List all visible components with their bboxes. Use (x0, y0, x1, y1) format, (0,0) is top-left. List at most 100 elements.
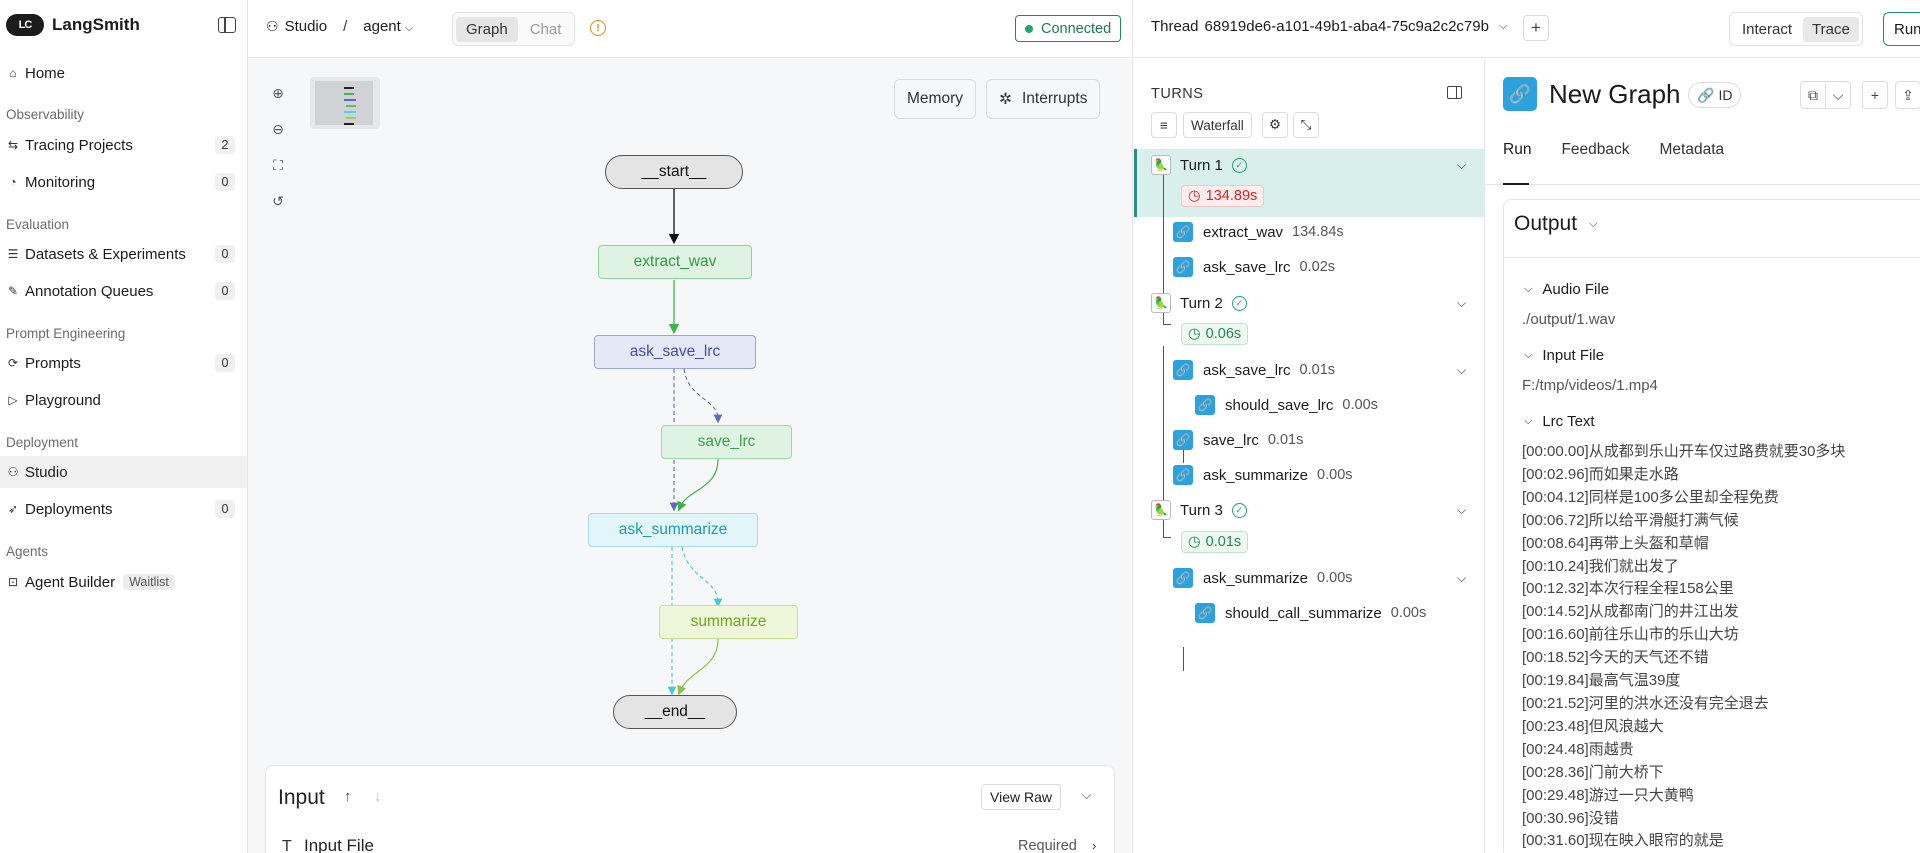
turn-row[interactable]: 🦜 Turn 2 ✓ (1151, 293, 1247, 313)
graph-canvas[interactable]: ⊕ ⊖ ⛶ ↺ Memory ✲ Interrupts (248, 59, 1132, 853)
turn-row[interactable]: 🦜 Turn 1 ✓ (1151, 155, 1247, 175)
sidebar-item-deployments[interactable]: ➶ Deployments 0 (0, 493, 247, 525)
node-ask-summarize[interactable]: ask_summarize (588, 513, 758, 547)
count-badge: 0 (215, 354, 235, 372)
edge-ask-save-save-lrc (683, 368, 723, 424)
run-latency: 0.02s (1299, 259, 1336, 275)
tab-interact[interactable]: Interact (1742, 20, 1793, 38)
sidebar-item-annotation-queues[interactable]: ✎ Annotation Queues 0 (0, 275, 247, 307)
run-row[interactable]: 🔗 ask_summarize 0.00s (1173, 465, 1353, 485)
link-icon: 🔗 (1173, 222, 1193, 242)
tracing-icon: ⇆ (7, 138, 19, 152)
warning-icon[interactable]: ! (590, 20, 606, 36)
run-name: ask_save_lrc (1203, 258, 1291, 276)
sidebar-item-studio[interactable]: ⚇ Studio (0, 456, 247, 488)
arrow-up-icon[interactable]: ↑ (344, 788, 352, 805)
chevron-down-icon: ⌵ (1524, 415, 1533, 427)
sidebar-item-prompts[interactable]: ⟳ Prompts 0 (0, 347, 247, 379)
panel-toggle-icon[interactable] (1447, 86, 1462, 99)
brand[interactable]: LC LangSmith (6, 14, 140, 36)
node-end[interactable]: __end__ (613, 695, 737, 729)
lrc-line: [00:10.24]我们就出发了 (1522, 557, 1679, 575)
link-icon: 🔗 (1173, 465, 1193, 485)
collapse-button[interactable]: ⤡ (1293, 112, 1319, 138)
upload-icon: ⇪ (1902, 86, 1914, 103)
latency-badge: ◷ 0.06s (1181, 323, 1249, 345)
monitoring-icon: ◔ (9, 175, 17, 189)
new-thread-button[interactable]: + (1523, 15, 1549, 41)
link-icon: 🔗 (1195, 603, 1215, 623)
run-detail-panel: 🔗 New Graph 🔗 ID ⧉ ⌵ + ⇪ Run Feedback Me… (1485, 59, 1920, 853)
fit-view-icon[interactable]: ⛶ (273, 156, 283, 173)
settings-button[interactable]: ⚙ (1262, 112, 1288, 138)
sidebar-item-agent-builder[interactable]: ⊡ Agent Builder Waitlist (0, 566, 247, 598)
run-latency: 0.01s (1299, 362, 1336, 378)
output-selector[interactable]: Output ⌵ (1514, 212, 1597, 236)
tab-trace[interactable]: Trace (1803, 16, 1859, 42)
chevron-down-icon[interactable]: ⌵ (1457, 571, 1467, 585)
lrc-line: [00:29.48]游过一只大黄鸭 (1522, 786, 1694, 804)
chevron-right-icon[interactable]: › (1092, 838, 1097, 853)
view-raw-button[interactable]: View Raw (981, 784, 1061, 810)
run-row[interactable]: 🔗 should_save_lrc 0.00s (1195, 395, 1378, 415)
tab-feedback[interactable]: Feedback (1561, 141, 1630, 158)
run-row[interactable]: 🔗 extract_wav 134.84s (1173, 222, 1344, 242)
waterfall-button[interactable]: Waterfall (1183, 112, 1252, 138)
node-start[interactable]: __start__ (605, 155, 743, 189)
run-row[interactable]: 🔗 should_call_summarize 0.00s (1195, 603, 1426, 623)
share-button[interactable]: ⇪ (1895, 81, 1920, 109)
sidebar-item-playground[interactable]: ▷ Playground (0, 384, 247, 416)
run-row[interactable]: 🔗 ask_save_lrc 0.01s (1173, 360, 1335, 380)
copy-menu-button[interactable]: ⌵ (1825, 81, 1851, 109)
zoom-out-icon[interactable]: ⊖ (272, 120, 284, 137)
link-icon: 🔗 (1195, 395, 1215, 415)
copy-button[interactable]: ⧉ (1800, 81, 1826, 109)
add-button[interactable]: + (1862, 81, 1888, 109)
chevron-down-icon[interactable]: ⌵ (1457, 158, 1467, 172)
filter-button[interactable]: ≡ (1151, 112, 1177, 138)
chevron-down-icon[interactable]: ⌵ (1082, 788, 1092, 802)
arrow-down-icon[interactable]: ↓ (374, 788, 382, 805)
run-latency: 0.01s (1267, 432, 1304, 448)
tab-chat[interactable]: Chat (529, 20, 562, 38)
zoom-in-icon[interactable]: ⊕ (272, 84, 284, 101)
robot-icon: ⊡ (7, 575, 19, 589)
canvas-tools: ⊕ ⊖ ⛶ ↺ (270, 83, 286, 211)
tab-metadata[interactable]: Metadata (1659, 141, 1725, 158)
breadcrumb-studio[interactable]: Studio (284, 18, 328, 35)
thread-selector[interactable]: Thread 68919de6-a101-49b1-aba4-75c9a2c2c… (1151, 18, 1507, 35)
node-save-lrc[interactable]: save_lrc (661, 425, 792, 459)
minimap-node (344, 111, 356, 113)
reset-icon[interactable]: ↺ (272, 192, 284, 209)
memory-button[interactable]: Memory (894, 79, 976, 119)
sidebar-item-monitoring[interactable]: ◔ Monitoring 0 (0, 166, 247, 198)
sidebar-item-home[interactable]: ⌂ Home (0, 57, 247, 89)
copy-id-button[interactable]: 🔗 ID (1688, 82, 1742, 108)
run-button[interactable]: Run (1883, 12, 1920, 46)
minimap[interactable] (310, 77, 380, 129)
lrc-line: [00:00.00]从成都到乐山开车仅过路费就要30多块 (1522, 443, 1846, 460)
input-file-section[interactable]: ⌵ Input File (1524, 347, 1604, 364)
chevron-down-icon[interactable]: ⌵ (1457, 363, 1467, 377)
sidebar-item-tracing-projects[interactable]: ⇆ Tracing Projects 2 (0, 129, 247, 161)
tab-run[interactable]: Run (1503, 141, 1532, 158)
minimap-node (346, 105, 356, 107)
graph-selector[interactable]: agent⌵ (363, 18, 413, 35)
sidebar-item-datasets[interactable]: ☰ Datasets & Experiments 0 (0, 238, 247, 270)
tab-graph[interactable]: Graph (456, 16, 518, 42)
node-extract-wav[interactable]: extract_wav (598, 245, 752, 279)
required-label: Required (1018, 838, 1077, 853)
audio-file-section[interactable]: ⌵ Audio File (1524, 281, 1609, 298)
lrc-text-section[interactable]: ⌵ Lrc Text (1524, 413, 1595, 430)
node-ask-save-lrc[interactable]: ask_save_lrc (594, 335, 756, 369)
node-summarize[interactable]: summarize (659, 605, 798, 639)
minimap-node (344, 93, 354, 95)
chevron-down-icon[interactable]: ⌵ (1457, 503, 1467, 517)
sidebar-collapse-icon[interactable] (218, 17, 236, 33)
chevron-down-icon[interactable]: ⌵ (1457, 296, 1467, 310)
run-row[interactable]: 🔗 ask_summarize 0.00s (1173, 568, 1353, 588)
run-row[interactable]: 🔗 ask_save_lrc 0.02s (1173, 257, 1335, 277)
interrupts-button[interactable]: ✲ Interrupts (986, 79, 1101, 119)
run-row[interactable]: 🔗 save_lrc 0.01s (1173, 430, 1303, 450)
turn-row[interactable]: 🦜 Turn 3 ✓ (1151, 500, 1247, 520)
